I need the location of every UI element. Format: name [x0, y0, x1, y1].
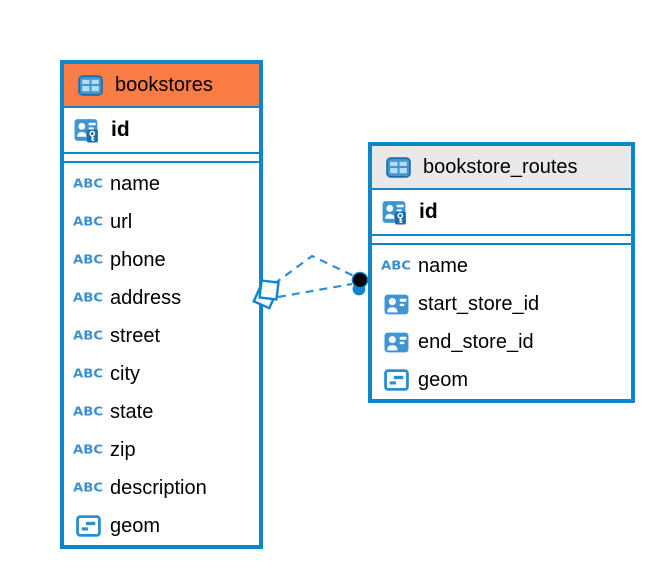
- column-name: address: [110, 286, 182, 309]
- column-row[interactable]: ABC name: [64, 165, 259, 203]
- text-type-icon: ABC: [72, 215, 104, 229]
- table-icon: [74, 74, 106, 96]
- text-type-icon: ABC: [380, 259, 412, 273]
- column-name: url: [110, 210, 133, 233]
- reference-id-type-icon: [380, 332, 412, 353]
- text-type-icon: ABC: [72, 329, 104, 343]
- column-name: geom: [110, 514, 161, 537]
- relationship-line-lower: [277, 282, 353, 299]
- relationship-source-marker: [252, 279, 280, 310]
- column-row[interactable]: ABC description: [64, 469, 259, 507]
- text-type-icon: ABC: [72, 405, 104, 419]
- text-type-icon: ABC: [72, 367, 104, 381]
- column-name: phone: [110, 248, 166, 271]
- column-row[interactable]: geom: [64, 507, 259, 545]
- table-name: bookstore_routes: [423, 155, 578, 178]
- column-name: city: [110, 362, 140, 385]
- column-row[interactable]: end_store_id: [372, 323, 631, 361]
- table-bookstores-header[interactable]: bookstores: [64, 64, 259, 108]
- table-name: bookstores: [115, 73, 213, 96]
- reference-id-type-icon: [380, 294, 412, 315]
- geometry-type-icon: [380, 369, 412, 391]
- primary-key-name: id: [419, 200, 438, 223]
- column-name: start_store_id: [418, 292, 540, 315]
- primary-key-name: id: [111, 118, 130, 141]
- column-name: street: [110, 324, 161, 347]
- primary-key-icon: [379, 200, 411, 225]
- column-name: zip: [110, 438, 136, 461]
- geometry-type-icon: [72, 515, 104, 537]
- column-row[interactable]: ABC url: [64, 203, 259, 241]
- column-row[interactable]: ABC zip: [64, 431, 259, 469]
- columns-section: ABC name start_store_id: [372, 245, 631, 401]
- column-row-primary-key[interactable]: id: [64, 108, 259, 154]
- text-type-icon: ABC: [72, 443, 104, 457]
- column-row[interactable]: start_store_id: [372, 285, 631, 323]
- text-type-icon: ABC: [72, 291, 104, 305]
- column-row[interactable]: ABC city: [64, 355, 259, 393]
- column-row[interactable]: ABC name: [372, 247, 631, 285]
- column-row[interactable]: ABC state: [64, 393, 259, 431]
- column-name: name: [110, 172, 161, 195]
- column-name: geom: [418, 368, 469, 391]
- column-row[interactable]: ABC phone: [64, 241, 259, 279]
- primary-key-icon: [71, 118, 103, 143]
- column-name: description: [110, 476, 207, 499]
- column-name: name: [418, 254, 469, 277]
- column-row-primary-key[interactable]: id: [372, 190, 631, 236]
- column-row[interactable]: geom: [372, 361, 631, 399]
- section-separator: [372, 236, 631, 245]
- table-bookstores[interactable]: bookstores id: [60, 60, 263, 549]
- table-bookstore-routes-header[interactable]: bookstore_routes: [372, 146, 631, 190]
- relationship-target-marker: [351, 271, 369, 296]
- columns-section: ABC name ABC url ABC phone ABC address A…: [64, 163, 259, 547]
- column-name: state: [110, 400, 154, 423]
- table-icon: [382, 156, 414, 178]
- text-type-icon: ABC: [72, 253, 104, 267]
- column-row[interactable]: ABC street: [64, 317, 259, 355]
- relationship-line-upper: [273, 254, 357, 285]
- table-bookstore-routes[interactable]: bookstore_routes id: [368, 142, 635, 403]
- text-type-icon: ABC: [72, 177, 104, 191]
- text-type-icon: ABC: [72, 481, 104, 495]
- column-row[interactable]: ABC address: [64, 279, 259, 317]
- column-name: end_store_id: [418, 330, 534, 353]
- section-separator: [64, 154, 259, 163]
